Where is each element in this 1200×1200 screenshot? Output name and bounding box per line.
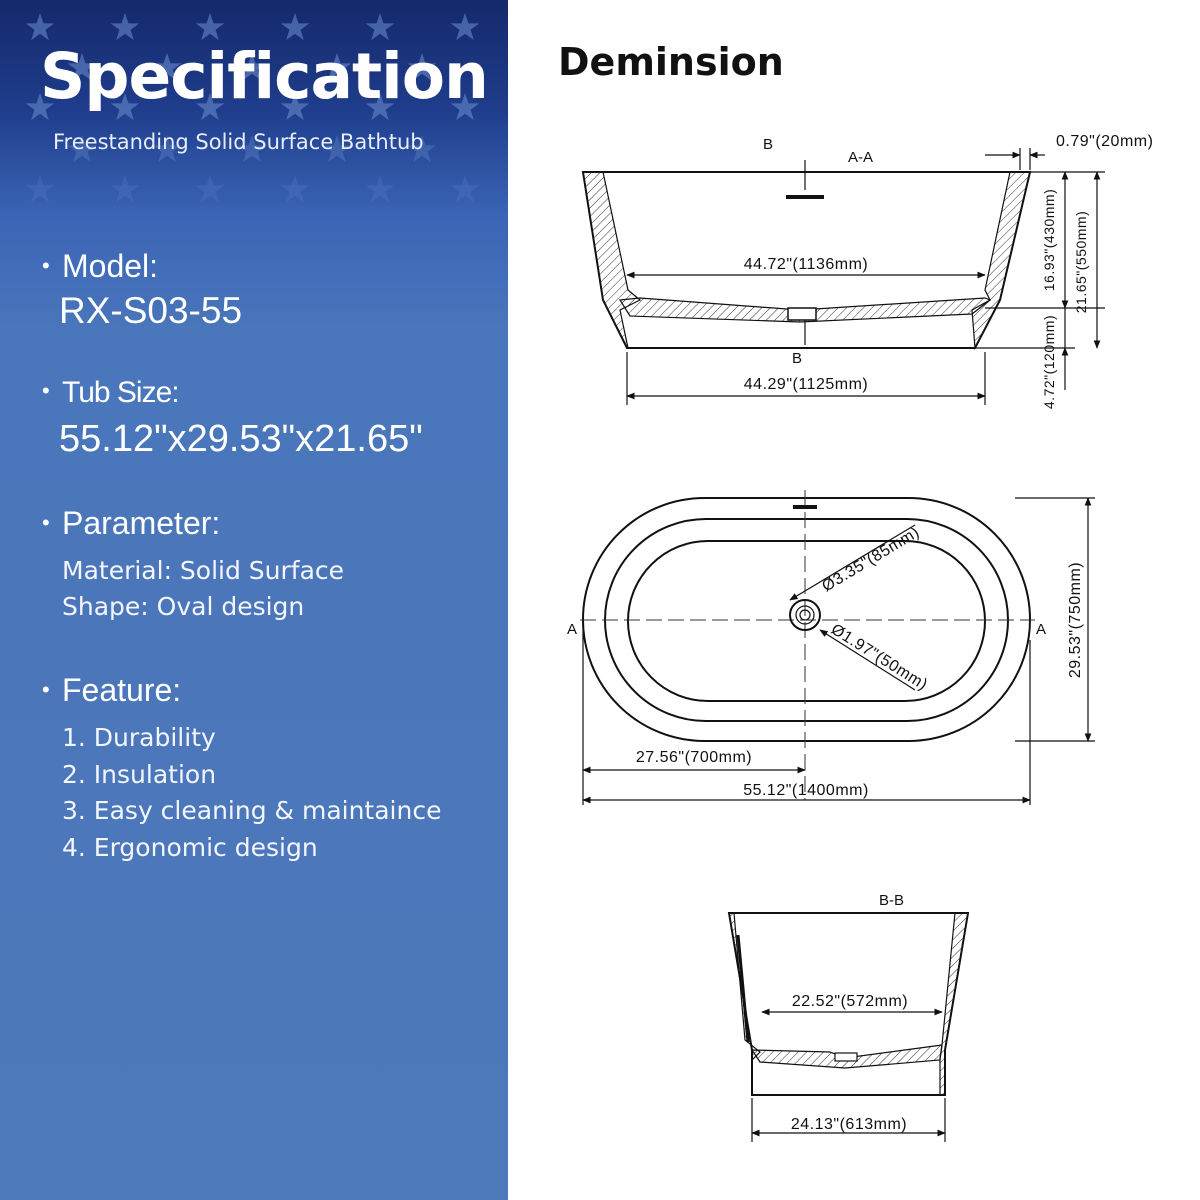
- section-aa-label: A-A: [848, 149, 873, 166]
- bullet-icon: •: [42, 677, 50, 702]
- feature-label: Feature:: [62, 672, 182, 708]
- section-bb-view: B-B 22.52"(572mm) 24.13"(613mm): [727, 892, 970, 1142]
- tub-size-label: Tub Size:: [62, 376, 180, 409]
- diagram-title: Deminsion: [558, 40, 784, 84]
- section-aa-left-wall: [582, 171, 642, 349]
- bullet-icon: •: [42, 253, 50, 278]
- dim-total-height: 21.65"(550mm): [1073, 211, 1089, 314]
- section-bb-floor: [750, 1044, 943, 1069]
- cut-marker-b-bottom: B: [792, 350, 802, 367]
- section-bb-label: B-B: [879, 892, 904, 909]
- feature-item: 1. Durability: [62, 723, 216, 752]
- section-aa-view: B A-A B 44.72"(1136mm) 44.29"(1125mm) 0.…: [581, 133, 1153, 409]
- section-aa-overflow: [786, 195, 824, 199]
- specification-panel: Specification Freestanding Solid Surface…: [0, 0, 508, 1200]
- dim-wall-thickness: 0.79"(20mm): [1056, 133, 1153, 150]
- tub-size-value: 55.12"x29.53"x21.65": [59, 418, 423, 460]
- parameter-heading: • Parameter:: [42, 505, 220, 542]
- section-aa-drain: [787, 307, 817, 321]
- dim-width: 29.53"(750mm): [1067, 562, 1084, 678]
- section-bb-left-wall: [728, 912, 761, 1062]
- drain-outer: [789, 599, 821, 631]
- parameter-label: Parameter:: [62, 505, 221, 541]
- dim-base-width-bb: 24.13"(613mm): [791, 1116, 907, 1133]
- tub-size-heading: • Tub Size:: [42, 376, 180, 410]
- dim-base-width-aa: 44.29"(1125mm): [744, 376, 868, 393]
- dim-half-length: 27.56"(700mm): [636, 749, 752, 766]
- bullet-icon: •: [42, 510, 50, 535]
- section-bb-right-wall: [939, 912, 969, 1096]
- drain-inner: [795, 605, 815, 625]
- dim-overflow-diameter: Ø3.35"(85mm): [819, 524, 922, 595]
- dim-base-height: 4.72"(120mm): [1041, 315, 1057, 409]
- feature-item: 3. Easy cleaning & maintaince: [62, 796, 442, 825]
- overflow-slot: [793, 505, 817, 509]
- cut-marker-a-right: A: [1036, 621, 1046, 638]
- top-view: A A Ø3.35"(85mm) Ø1.97"(50mm) 29.53"(750…: [567, 490, 1095, 805]
- dim-drain-diameter: Ø1.97"(50mm): [828, 621, 931, 694]
- cut-marker-b-top: B: [763, 136, 773, 153]
- tub-basin: [627, 540, 986, 702]
- model-value: RX-S03-55: [59, 290, 243, 331]
- model-heading: • Model:: [42, 248, 158, 285]
- bullet-icon: •: [42, 378, 50, 403]
- dim-inner-width-bb: 22.52"(572mm): [792, 993, 908, 1010]
- material-text: Material: Solid Surface: [62, 556, 345, 585]
- feature-item: 2. Insulation: [62, 760, 217, 789]
- page-title: Specification: [40, 40, 489, 113]
- feature-heading: • Feature:: [42, 672, 181, 709]
- dim-inner-depth: 16.93"(430mm): [1041, 189, 1057, 292]
- feature-item: 4. Ergonomic design: [62, 833, 318, 862]
- dim-length: 55.12"(1400mm): [743, 782, 869, 799]
- model-label: Model:: [62, 248, 159, 284]
- shape-text: Shape: Oval design: [62, 592, 305, 621]
- cut-marker-a-left: A: [567, 621, 577, 638]
- page-subtitle: Freestanding Solid Surface Bathtub: [53, 130, 424, 154]
- dim-inner-width-aa: 44.72"(1136mm): [744, 256, 868, 273]
- section-aa-right-wall: [971, 171, 1031, 351]
